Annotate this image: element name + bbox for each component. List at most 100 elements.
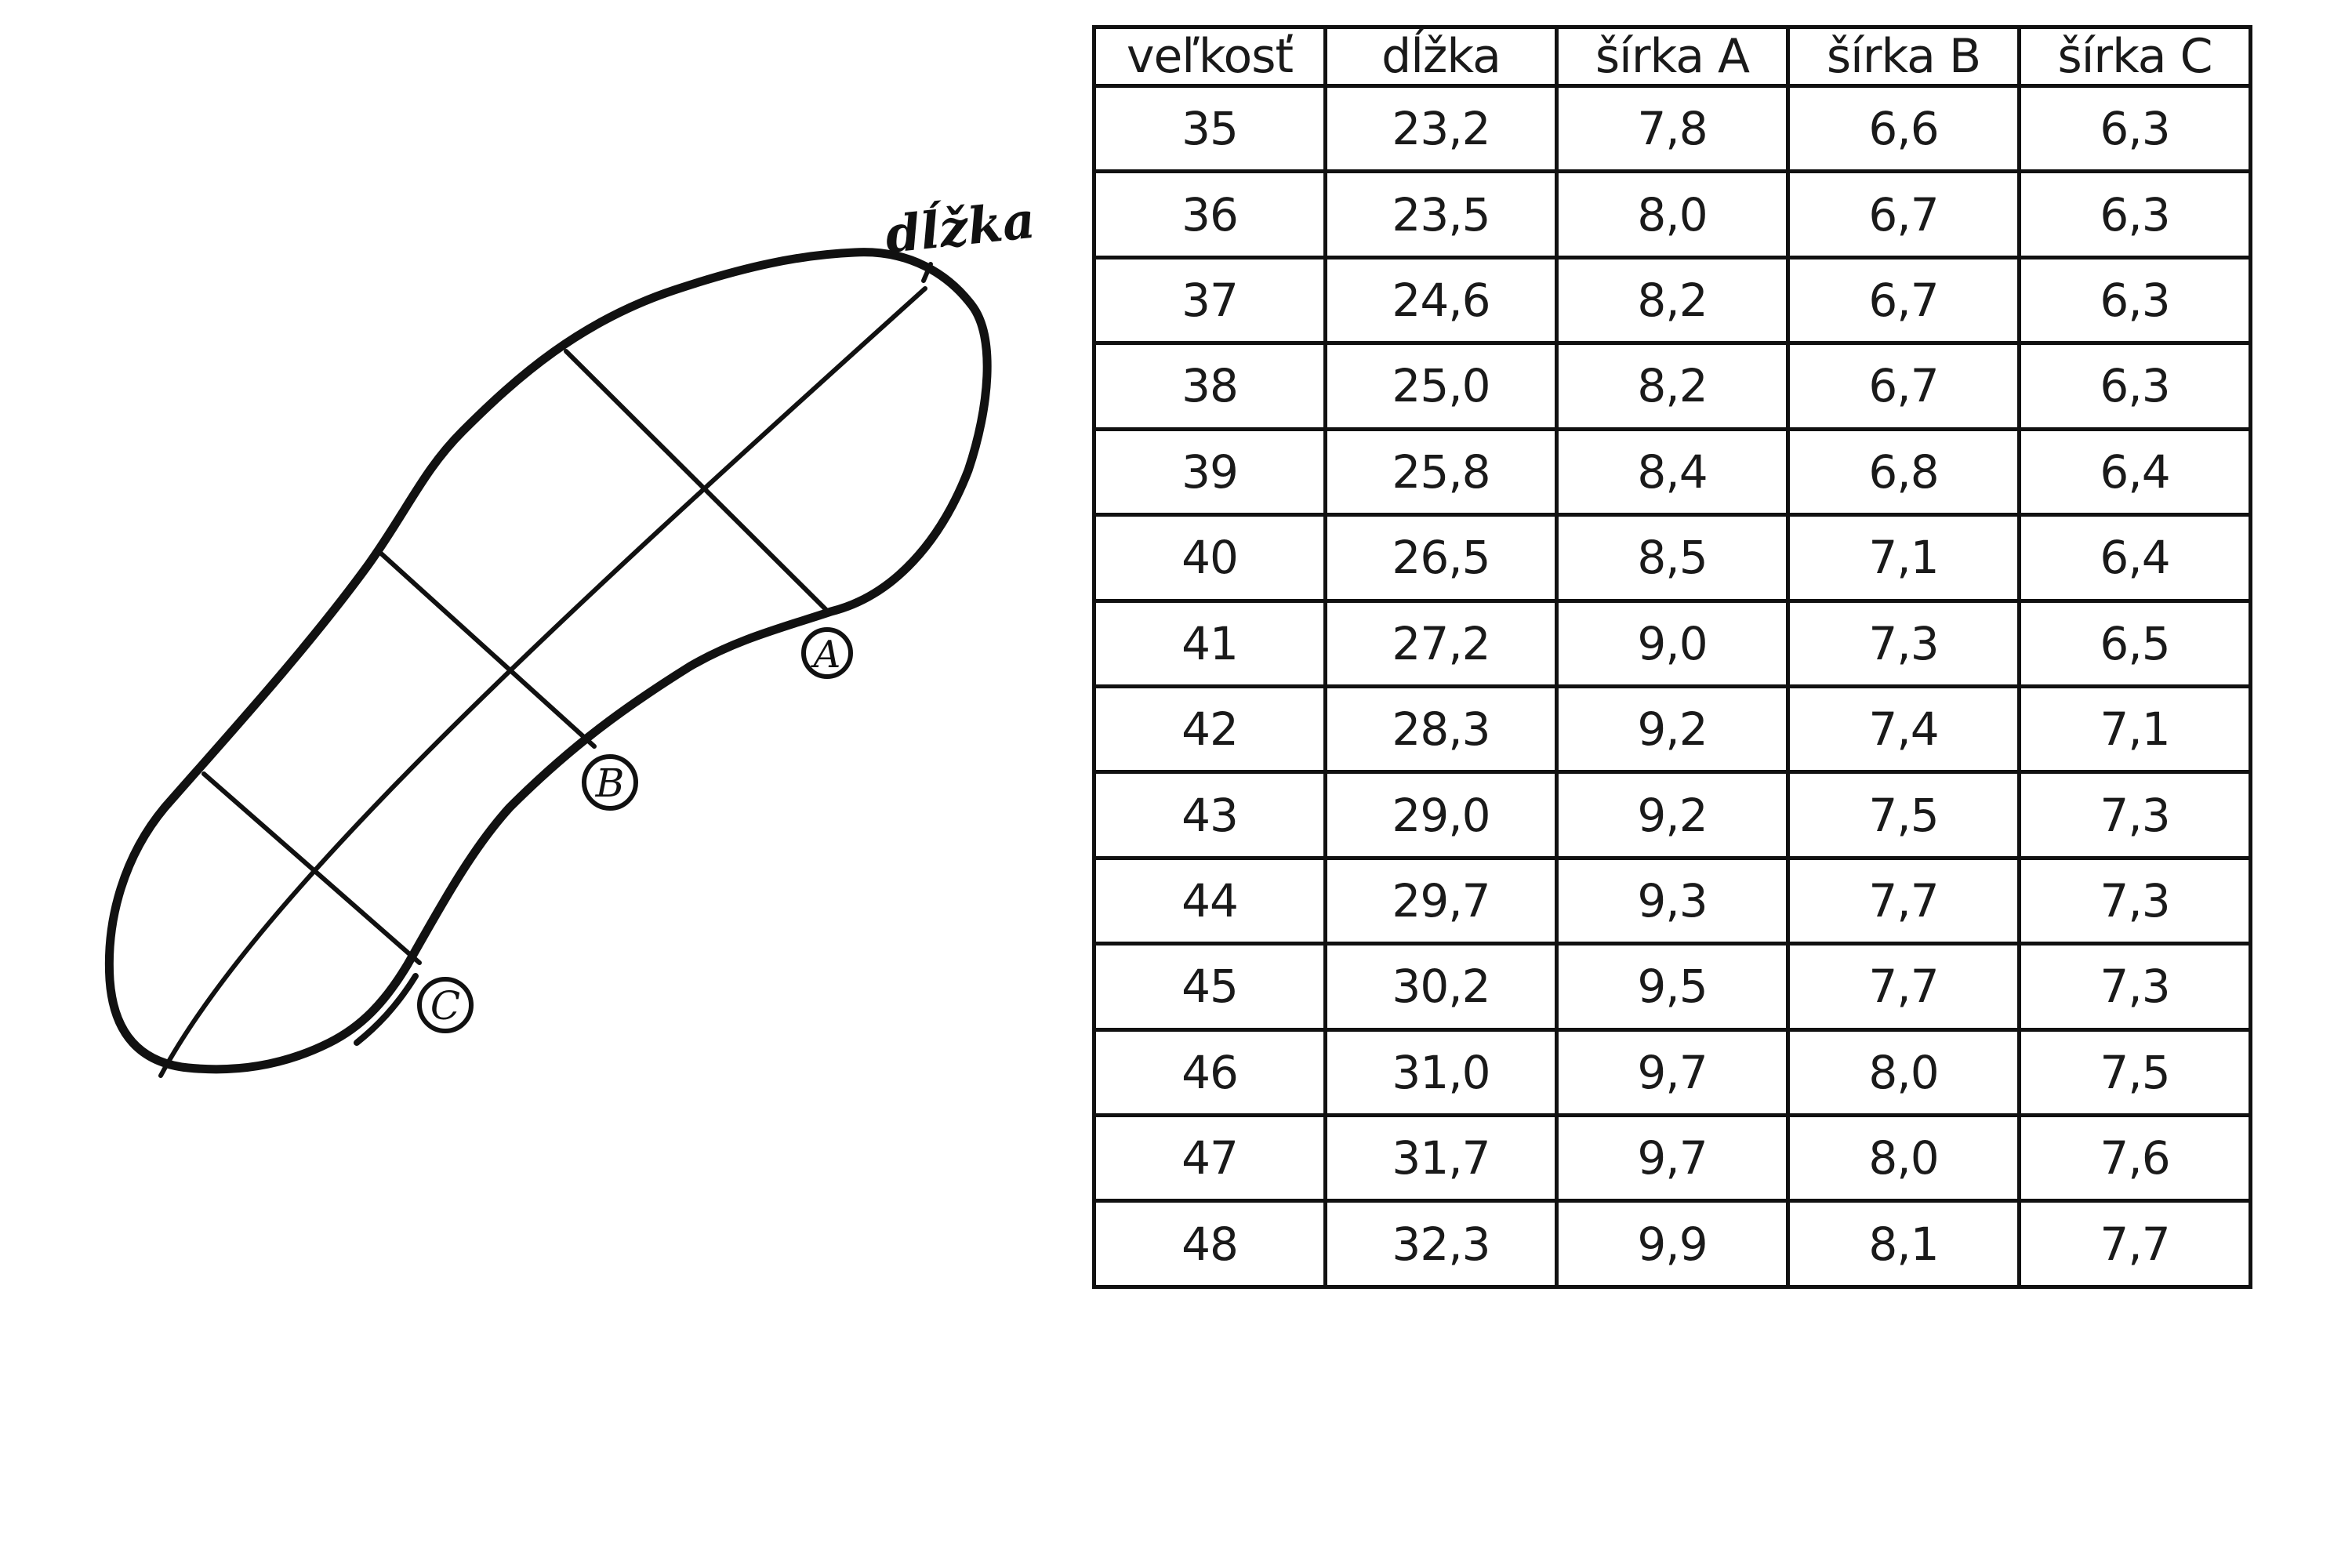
cell-size: 39	[1092, 426, 1327, 517]
cell-size: 37	[1092, 255, 1327, 346]
cell-length: 31,0	[1323, 1027, 1559, 1118]
cell-width-b: 7,4	[1786, 684, 2021, 775]
width-line-c	[201, 771, 422, 965]
header-size: veľkosť	[1092, 25, 1327, 88]
cell-length: 23,5	[1323, 169, 1559, 260]
cell-width-c: 6,3	[2017, 341, 2252, 431]
cell-width-a: 9,7	[1555, 1113, 1790, 1203]
cell-width-c: 6,3	[2017, 169, 2252, 260]
width-line-b	[378, 550, 597, 749]
cell-width-a: 9,0	[1555, 598, 1790, 688]
cell-width-b: 7,7	[1786, 855, 2021, 946]
cell-width-a: 8,4	[1555, 426, 1790, 517]
cell-length: 29,0	[1323, 770, 1559, 860]
cell-length: 23,2	[1323, 83, 1559, 174]
cell-width-b: 7,7	[1786, 942, 2021, 1032]
cell-size: 46	[1092, 1027, 1327, 1118]
cell-width-b: 6,7	[1786, 255, 2021, 346]
header-width-b: šírka B	[1786, 25, 2021, 88]
cell-length: 25,0	[1323, 341, 1559, 431]
length-label: dĺžka	[883, 191, 1038, 266]
cell-width-a: 8,0	[1555, 169, 1790, 260]
cell-length: 30,2	[1323, 942, 1559, 1032]
cell-length: 28,3	[1323, 684, 1559, 775]
cell-width-b: 6,8	[1786, 426, 2021, 517]
cell-size: 44	[1092, 855, 1327, 946]
point-c-label: C	[430, 983, 460, 1029]
cell-width-c: 6,4	[2017, 426, 2252, 517]
cell-length: 32,3	[1323, 1199, 1559, 1289]
cell-width-a: 9,5	[1555, 942, 1790, 1032]
cell-width-b: 7,3	[1786, 598, 2021, 688]
cell-size: 43	[1092, 770, 1327, 860]
cell-width-a: 7,8	[1555, 83, 1790, 174]
cell-size: 42	[1092, 684, 1327, 775]
table-header-row: veľkosť dĺžka šírka A šírka B šírka C	[1092, 25, 2252, 88]
cell-width-a: 8,2	[1555, 255, 1790, 346]
header-length: dĺžka	[1323, 25, 1559, 88]
cell-width-a: 9,2	[1555, 684, 1790, 775]
cell-size: 36	[1092, 169, 1327, 260]
cell-width-b: 8,1	[1786, 1199, 2021, 1289]
cell-width-a: 9,9	[1555, 1199, 1790, 1289]
cell-width-c: 7,7	[2017, 1199, 2252, 1289]
cell-width-b: 6,7	[1786, 169, 2021, 260]
cell-length: 27,2	[1323, 598, 1559, 688]
cell-width-c: 7,6	[2017, 1113, 2252, 1203]
size-chart-table: veľkosť dĺžka šírka A šírka B šírka C 35…	[1092, 25, 2252, 1289]
length-tick	[921, 262, 933, 283]
cell-width-b: 6,6	[1786, 83, 2021, 174]
cell-width-c: 6,5	[2017, 598, 2252, 688]
cell-size: 40	[1092, 513, 1327, 603]
cell-length: 31,7	[1323, 1113, 1559, 1203]
sole-outline	[104, 248, 992, 1074]
cell-width-b: 8,0	[1786, 1113, 2021, 1203]
cell-width-a: 9,2	[1555, 770, 1790, 860]
point-b-label: B	[595, 760, 625, 806]
cell-width-a: 8,5	[1555, 513, 1790, 603]
point-a-label: A	[811, 633, 841, 677]
cell-size: 41	[1092, 598, 1327, 688]
cell-width-c: 7,3	[2017, 942, 2252, 1032]
cell-size: 47	[1092, 1113, 1327, 1203]
sole-heel-stroke	[354, 973, 419, 1046]
cell-width-a: 9,3	[1555, 855, 1790, 946]
cell-width-b: 6,7	[1786, 341, 2021, 431]
header-width-a: šírka A	[1555, 25, 1790, 88]
cell-size: 48	[1092, 1199, 1327, 1289]
cell-length: 26,5	[1323, 513, 1559, 603]
cell-length: 29,7	[1323, 855, 1559, 946]
cell-width-a: 8,2	[1555, 341, 1790, 431]
cell-width-b: 7,1	[1786, 513, 2021, 603]
cell-width-c: 7,1	[2017, 684, 2252, 775]
width-line-a	[564, 349, 832, 615]
cell-width-c: 6,3	[2017, 255, 2252, 346]
length-line	[158, 286, 927, 1078]
cell-length: 24,6	[1323, 255, 1559, 346]
cell-width-c: 7,5	[2017, 1027, 2252, 1118]
cell-size: 35	[1092, 83, 1327, 174]
point-a-marker	[801, 627, 853, 679]
header-width-c: šírka C	[2017, 25, 2252, 88]
cell-width-c: 7,3	[2017, 770, 2252, 860]
cell-width-c: 6,3	[2017, 83, 2252, 174]
cell-length: 25,8	[1323, 426, 1559, 517]
point-c-marker	[417, 977, 474, 1033]
cell-width-b: 8,0	[1786, 1027, 2021, 1118]
point-b-marker	[582, 754, 638, 811]
